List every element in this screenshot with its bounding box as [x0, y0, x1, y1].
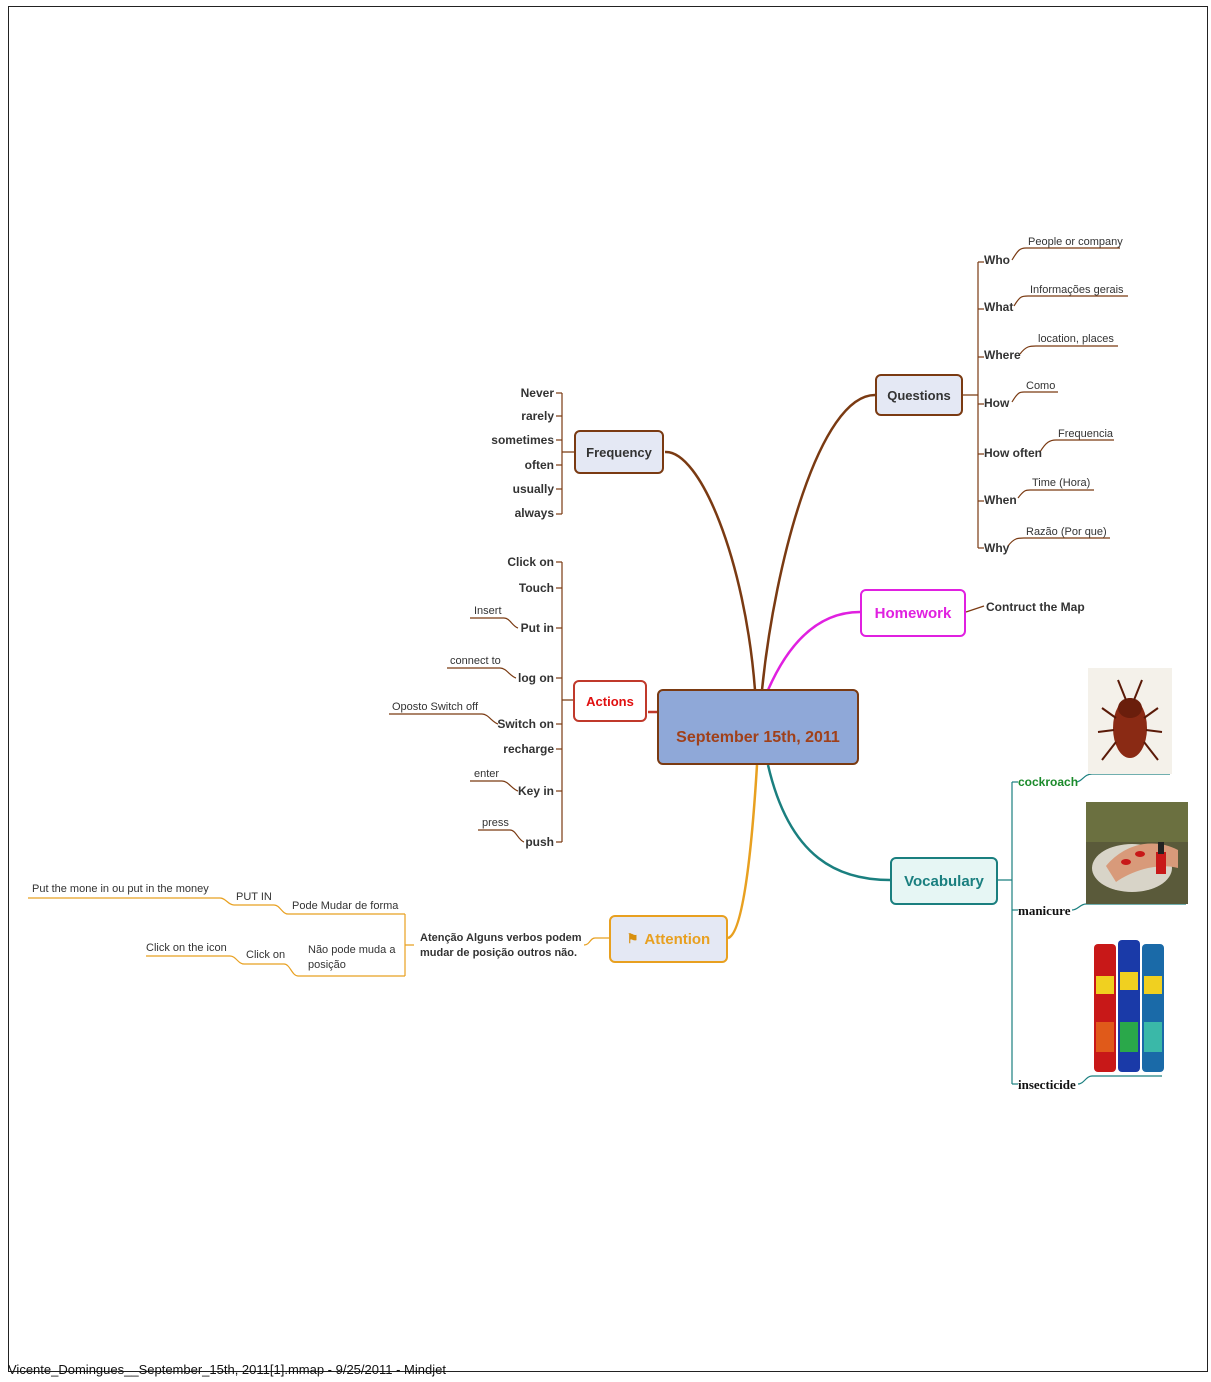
vocabulary-node[interactable]: Vocabulary	[890, 857, 998, 905]
action-note: connect to	[450, 655, 501, 667]
action-item: Put in	[520, 621, 554, 635]
frequency-item: often	[524, 458, 554, 472]
flag-icon: ⚑	[626, 931, 639, 946]
homework-node[interactable]: Homework	[860, 589, 966, 637]
question-word: What	[984, 300, 1014, 314]
question-note: Informações gerais	[1030, 284, 1124, 296]
homework-note: Contruct the Map	[986, 600, 1085, 614]
attention-branch-2: Não pode muda a posição	[308, 944, 396, 971]
homework-label: Homework	[874, 604, 952, 622]
attention-branch-1-leaf: Put the mone in ou put in the money	[32, 883, 209, 895]
page-frame	[8, 6, 1208, 1372]
action-item: Touch	[518, 581, 554, 595]
action-note: enter	[474, 768, 500, 780]
question-word: How often	[984, 446, 1042, 460]
question-word: How	[984, 396, 1010, 410]
frequency-item: usually	[512, 482, 554, 496]
manicure-image	[1086, 802, 1188, 904]
questions-label: Questions	[887, 387, 951, 403]
question-note: People or company	[1028, 236, 1123, 248]
action-note: press	[482, 817, 509, 829]
frequency-label: Frequency	[586, 444, 652, 460]
central-topic-label: September 15th, 2011	[676, 729, 840, 746]
action-item: push	[525, 835, 554, 849]
action-item: Click on	[507, 555, 554, 569]
attention-branch-1: Pode Mudar de forma	[292, 900, 399, 912]
action-item: Key in	[517, 784, 554, 798]
vocabulary-item: insecticide	[1018, 1077, 1076, 1092]
actions-node[interactable]: Actions	[573, 680, 647, 722]
vocabulary-label: Vocabulary	[904, 872, 984, 890]
vocabulary-item: cockroach	[1018, 775, 1079, 789]
question-note: Time (Hora)	[1032, 477, 1091, 489]
actions-label: Actions	[586, 693, 634, 709]
question-note: Como	[1026, 380, 1056, 392]
question-note: location, places	[1038, 333, 1114, 345]
question-word: Where	[984, 348, 1021, 362]
question-note: Frequencia	[1058, 428, 1114, 440]
vocabulary-item: manicure	[1018, 903, 1071, 918]
questions-node[interactable]: Questions	[875, 374, 963, 416]
footer-caption: Vicente_Domingues__September_15th, 2011[…	[8, 1362, 446, 1377]
frequency-item: always	[514, 506, 554, 520]
attention-branch-2-leaf: Click on the icon	[146, 942, 227, 954]
frequency-node[interactable]: Frequency	[574, 430, 664, 474]
action-note: Oposto Switch off	[392, 701, 479, 713]
action-item: recharge	[503, 742, 554, 756]
question-word: When	[984, 493, 1017, 507]
question-note: Razão (Por que)	[1026, 526, 1107, 538]
frequency-item: Never	[520, 386, 554, 400]
frequency-item: sometimes	[491, 433, 554, 447]
central-topic[interactable]: September 15th, 2011	[657, 689, 859, 765]
action-note: Insert	[474, 605, 502, 617]
action-item: log on	[518, 671, 554, 685]
frequency-item: rarely	[521, 409, 554, 423]
attention-branch-1-sub: PUT IN	[236, 891, 272, 903]
insecticide-image	[1090, 932, 1166, 1074]
attention-label: Attention	[644, 930, 711, 948]
attention-node[interactable]: ⚑ Attention	[609, 915, 728, 963]
action-item: Switch on	[497, 717, 554, 731]
attention-branch-2-sub: Click on	[246, 949, 286, 961]
question-word: Why	[984, 541, 1010, 555]
cockroach-image	[1088, 668, 1172, 774]
question-word: Who	[984, 253, 1010, 267]
attention-note: Atenção Alguns verbos podem mudar de pos…	[420, 932, 582, 959]
